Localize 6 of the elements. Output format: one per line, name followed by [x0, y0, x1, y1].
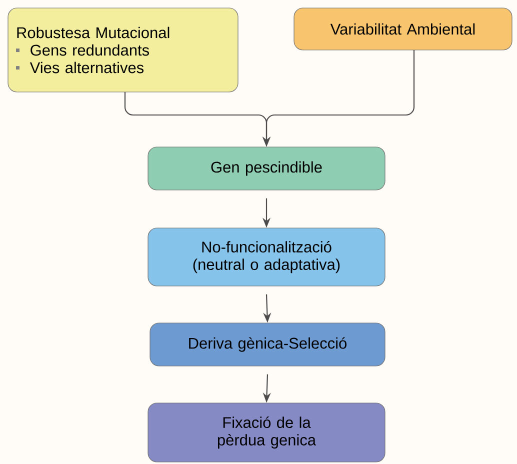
process-box: Fixació de la pèrdua genica — [148, 402, 386, 462]
process-box: No-funcionalització (neutral o adaptativa) — [148, 228, 386, 286]
process-box: Gen pescindible — [148, 146, 386, 190]
process-box: Variabilitat Ambiental — [294, 8, 512, 50]
process-box: Robustesa Mutacional Gens redundants Vies alternatives — [8, 8, 238, 92]
process-box: Deriva gènica-Selecció — [150, 322, 386, 366]
